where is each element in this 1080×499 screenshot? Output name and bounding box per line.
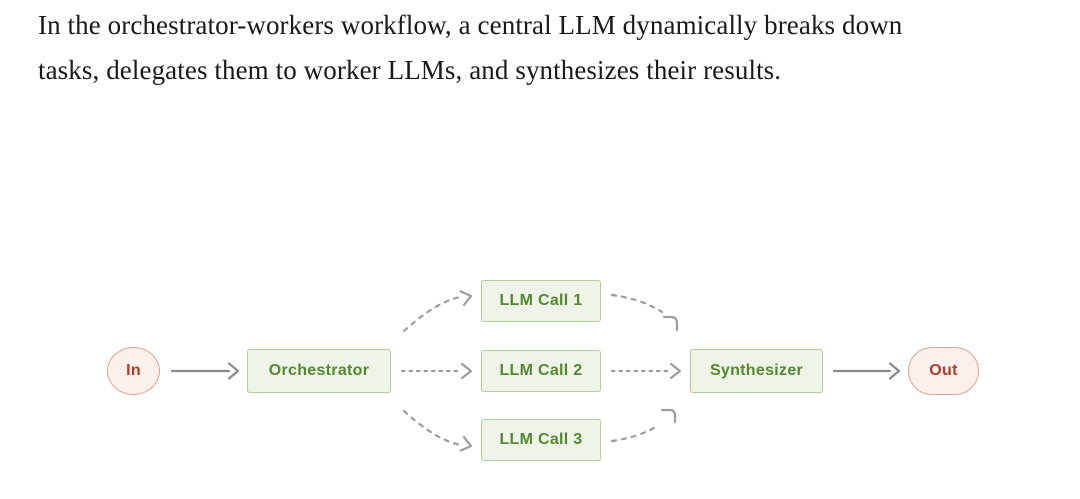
llm-call-1-node: LLM Call 1 bbox=[481, 280, 601, 322]
llm-call-3-node: LLM Call 3 bbox=[481, 419, 601, 461]
in-node: In bbox=[107, 347, 160, 395]
llm-call-2-node: LLM Call 2 bbox=[481, 350, 601, 392]
synthesizer-node: Synthesizer bbox=[690, 349, 823, 393]
workflow-description: In the orchestrator-workers workflow, a … bbox=[38, 3, 1048, 93]
arrow-orchestrator-to-llm-call-1 bbox=[402, 290, 473, 333]
llm-call-1-node-label: LLM Call 1 bbox=[499, 292, 583, 309]
in-node-label: In bbox=[126, 362, 141, 379]
out-node: Out bbox=[908, 347, 979, 395]
arrow-in-to-orchestrator bbox=[170, 362, 240, 380]
arrow-llm-call-1-to-synthesizer bbox=[610, 293, 679, 332]
arrow-llm-call-3-to-synthesizer bbox=[610, 408, 677, 443]
llm-call-2-node-label: LLM Call 2 bbox=[499, 362, 583, 379]
arrow-llm-call-2-to-synthesizer bbox=[610, 362, 682, 380]
description-line-2: tasks, delegates them to worker LLMs, an… bbox=[38, 55, 782, 85]
synthesizer-node-label: Synthesizer bbox=[709, 362, 804, 379]
out-node-label: Out bbox=[929, 362, 958, 379]
description-line-1: In the orchestrator-workers workflow, a … bbox=[38, 10, 903, 40]
arrow-synthesizer-to-out bbox=[832, 362, 901, 380]
llm-call-3-node-label: LLM Call 3 bbox=[499, 431, 583, 448]
orchestrator-node-label: Orchestrator bbox=[268, 362, 370, 379]
orchestrator-node: Orchestrator bbox=[247, 349, 391, 393]
arrow-orchestrator-to-llm-call-3 bbox=[402, 409, 473, 452]
arrow-orchestrator-to-llm-call-2 bbox=[400, 362, 473, 380]
